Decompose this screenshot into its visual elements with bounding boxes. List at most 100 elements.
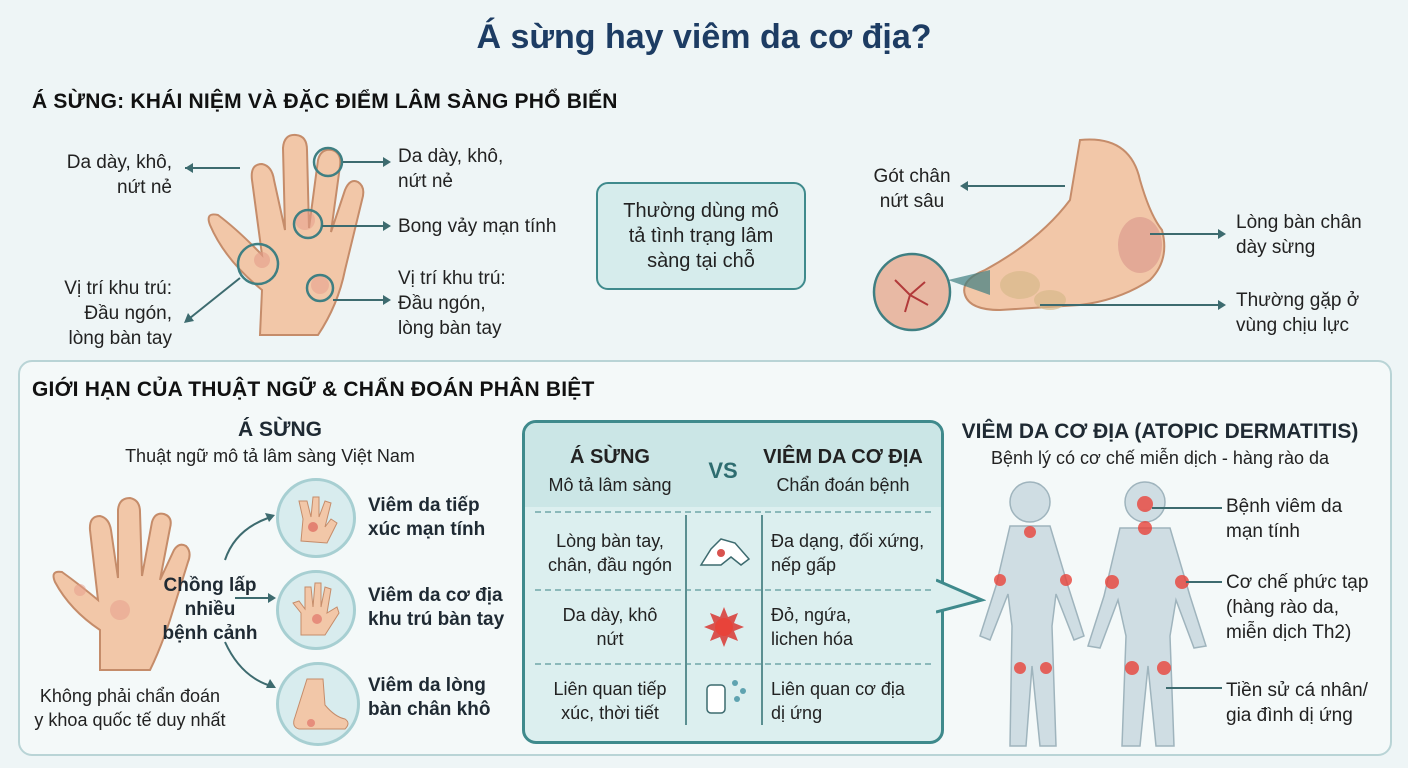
label-line: Viêm da tiếp [368, 495, 480, 516]
condition-image-contact [276, 478, 356, 558]
label-hand-left-top: Da dày, khô, nứt nẻ [40, 150, 172, 200]
label-line: gia đình dị ứng [1226, 705, 1353, 726]
ad-title: VIÊM DA CƠ ĐỊA (ATOPIC DERMATITIS) [961, 420, 1359, 443]
label-foot-heel: Gót chân nứt sâu [862, 164, 962, 214]
lesion-markers [994, 496, 1189, 675]
label-line: Chồng lấp [163, 575, 257, 596]
label-line: Đầu ngón, [84, 303, 172, 324]
box-line: Thường dùng mô [623, 199, 779, 222]
cell-line: Lòng bàn tay, [556, 531, 664, 551]
label-line: Bệnh viêm da [1226, 496, 1343, 517]
vs-row-left: Da dày, khô nứt [535, 603, 685, 651]
label-line: Thường gặp ở [1236, 290, 1360, 311]
divider [535, 511, 931, 513]
label-hand-right-mid: Bong vảy mạn tính [398, 216, 557, 237]
inflammation-icon [704, 607, 744, 647]
callout-pointer [936, 578, 986, 614]
vs-left-sub: Mô tả lâm sàng [548, 475, 672, 495]
hand-illustration [52, 496, 191, 671]
label-line: dày sừng [1236, 237, 1316, 258]
label-line: y khoa quốc tế duy nhất [34, 710, 226, 730]
cell-line: lichen hóa [771, 629, 854, 649]
label-line: Tiền sử cá nhân/ [1226, 680, 1368, 701]
spray-contact-icon [706, 680, 746, 714]
left-subtitle: Thuật ngữ mô tả lâm sàng Việt Nam [125, 446, 415, 466]
divider [761, 515, 763, 725]
vs-right-sub: Chẩn đoán bệnh [776, 475, 910, 495]
cell-line: dị ứng [771, 703, 823, 723]
condition-image-atopic-hand [276, 570, 356, 650]
divider [685, 515, 687, 725]
ad-label-mechanism: Cơ chế phức tạp (hàng rào da, miễn dịch … [1226, 570, 1368, 645]
callout-ring [305, 273, 335, 303]
section1-heading: Á SỪNG: KHÁI NIỆM VÀ ĐẶC ĐIỂM LÂM SÀNG P… [32, 90, 618, 113]
left-title: Á SỪNG [238, 418, 322, 441]
foot-illustration [963, 138, 1166, 312]
cell-line: Liên quan tiếp [553, 679, 667, 699]
label-hand-right-top: Da dày, khô, nứt nẻ [398, 144, 503, 194]
ad-label-chronic: Bệnh viêm da mạn tính [1226, 494, 1342, 544]
label-foot-sole: Lòng bàn chân dày sừng [1236, 210, 1362, 260]
label-foot-pressure: Thường gặp ở vùng chịu lực [1236, 288, 1359, 338]
cell-line: Đa dạng, đối xứng, [771, 531, 925, 551]
divider [535, 663, 931, 665]
label-line: (hàng rào da, [1226, 597, 1340, 618]
label-line: mạn tính [1226, 521, 1300, 542]
label-line: nhiều [184, 599, 236, 620]
vs-row-left: Liên quan tiếp xúc, thời tiết [535, 677, 685, 725]
callout-ring [236, 242, 280, 286]
ad-subtitle: Bệnh lý có cơ chế miễn dịch - hàng rào d… [991, 448, 1329, 468]
left-illustration [52, 496, 276, 688]
clinical-description-box: Thường dùng mô tả tình trạng lâm sàng tạ… [596, 182, 806, 290]
cell-line: nứt [596, 629, 624, 649]
vs-row-icons [699, 538, 751, 714]
vs-row-right: Đỏ, ngứa, lichen hóa [771, 603, 941, 651]
section2-heading: GIỚI HẠN CỦA THUẬT NGỮ & CHẨN ĐOÁN PHÂN … [32, 378, 595, 401]
vs-label: VS [708, 458, 738, 483]
vs-left-head: Á SỪNG [570, 446, 650, 468]
condition-image-dry-foot [276, 662, 360, 746]
label-line: lòng bàn tay [398, 318, 502, 339]
callout-ring [292, 208, 324, 240]
callout-ring [312, 146, 344, 178]
label-line: Vị trí khu trú: [398, 268, 506, 289]
label-line: nứt nẻ [117, 177, 172, 198]
label-line: nứt sâu [879, 191, 945, 212]
label-line: Viêm da cơ địa [368, 585, 503, 606]
cell-line: Đỏ, ngứa, [771, 605, 852, 625]
female-figure [979, 481, 1085, 747]
overlap-label: Chồng lấp nhiều bệnh cảnh [150, 574, 270, 646]
label-line: bệnh cảnh [162, 623, 258, 644]
divider [535, 589, 931, 591]
hand-lesion-icon [699, 538, 751, 566]
box-line: sàng tại chỗ [647, 249, 755, 272]
comparison-box: Á SỪNG Mô tả lâm sàng VS VIÊM DA CƠ ĐỊA … [522, 420, 944, 744]
cell-line: Da dày, khô [562, 605, 658, 625]
section1-illustration [184, 133, 1226, 336]
label-line: xúc mạn tính [368, 519, 486, 540]
cell-line: nếp gấp [771, 555, 837, 575]
label-line: khu trú bàn tay [368, 609, 505, 630]
label-line: miễn dịch Th2) [1226, 622, 1352, 643]
ad-label-history: Tiền sử cá nhân/ gia đình dị ứng [1226, 678, 1368, 728]
label-line: Viêm da lòng [368, 675, 486, 696]
cell-line: chân, đầu ngón [547, 555, 673, 575]
label-line: Cơ chế phức tạp [1226, 572, 1369, 593]
label-line: Da dày, khô, [398, 146, 504, 167]
label-line: Đầu ngón, [398, 293, 486, 314]
label-line: Không phải chẩn đoán [39, 686, 221, 706]
label-line: Vị trí khu trú: [64, 278, 172, 299]
cell-line: xúc, thời tiết [561, 703, 659, 723]
condition-atopic-hand: Viêm da cơ địa khu trú bàn tay [368, 584, 504, 632]
hand-illustration [207, 133, 365, 336]
label-line: Da dày, khô, [66, 152, 172, 173]
label-line: bàn chân khô [368, 699, 491, 720]
label-hand-left-bottom: Vị trí khu trú: Đầu ngón, lòng bàn tay [40, 276, 172, 351]
condition-contact: Viêm da tiếp xúc mạn tính [368, 494, 485, 542]
label-line: Gót chân [873, 166, 951, 187]
label-line: nứt nẻ [398, 171, 453, 192]
label-line: Lòng bàn chân [1236, 212, 1362, 233]
condition-dry-foot: Viêm da lòng bàn chân khô [368, 674, 490, 722]
cell-line: Liên quan cơ địa [771, 679, 905, 699]
box-line: tả tình trạng lâm [628, 224, 774, 247]
